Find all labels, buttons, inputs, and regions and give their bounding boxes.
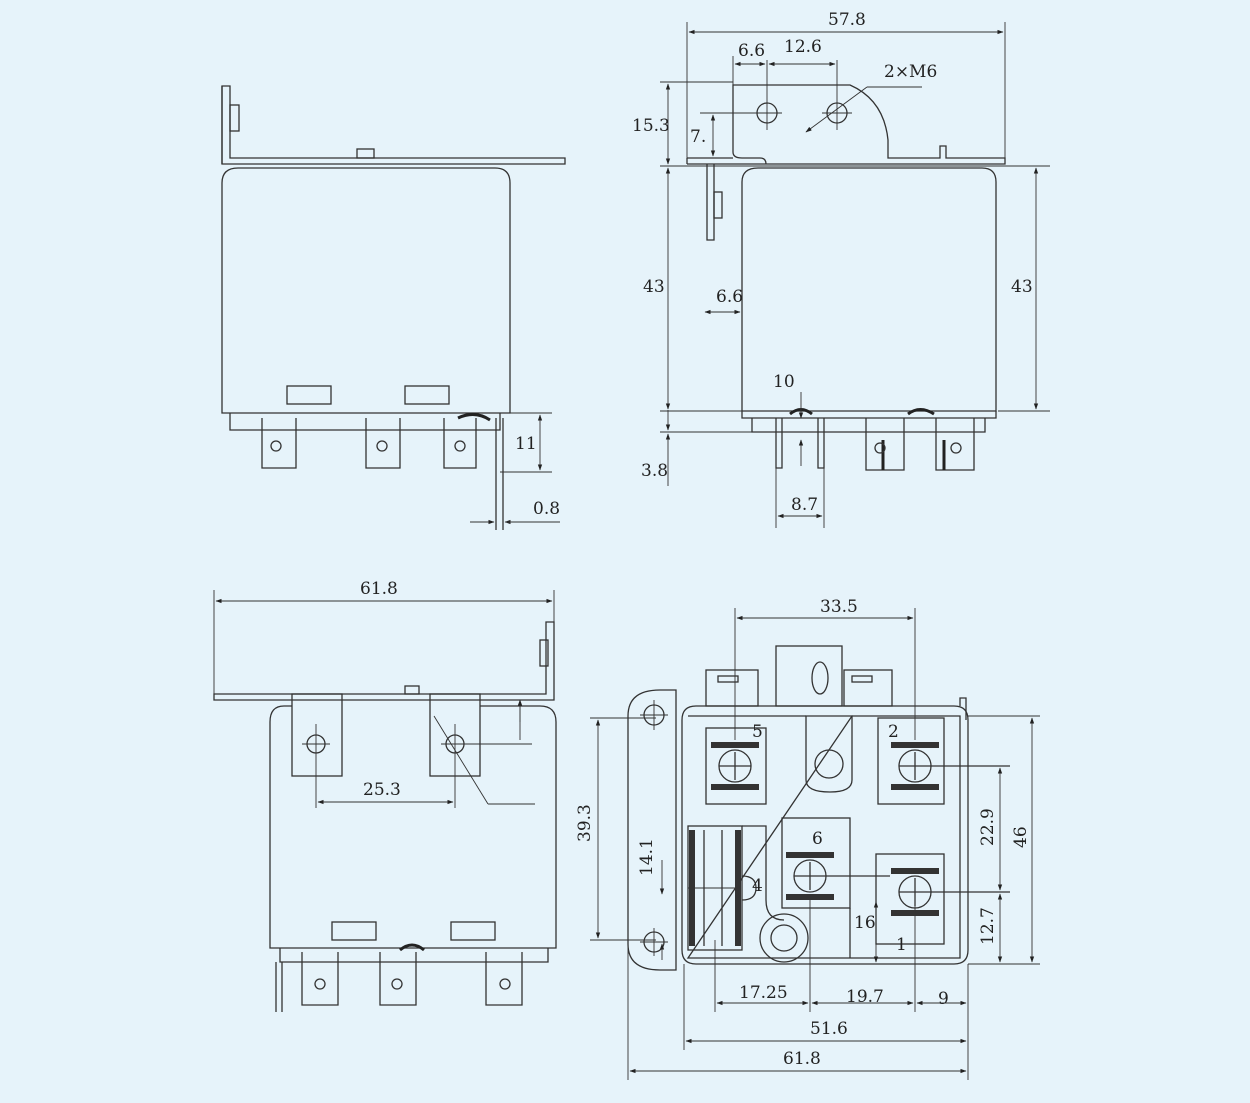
bottom-view: 5 2 6 4 1 33.5 39.3 14.1 22.9 12.7	[575, 597, 1040, 1080]
dim-text: 61.8	[360, 579, 398, 599]
dim-text: 43	[1011, 277, 1033, 297]
mounting-bracket	[686, 60, 1006, 241]
mounting-lug-right	[429, 693, 535, 808]
dim-text: 6.6	[738, 41, 765, 61]
dim-22-9: 22.9	[978, 767, 1003, 891]
dim-text: 25.3	[363, 780, 401, 800]
dim-16: 16	[854, 901, 879, 963]
dim-text: 51.6	[810, 1019, 848, 1039]
terminal-5	[705, 727, 767, 805]
terminal-2	[877, 717, 1010, 805]
terminal-tabs	[275, 943, 523, 1012]
dim-text: 19.7	[846, 987, 884, 1007]
mounting-bracket	[221, 85, 566, 165]
dim-51-6: 51.6	[683, 964, 969, 1080]
dim-text: 2×M6	[884, 62, 937, 82]
dim-text: 7.	[690, 127, 706, 147]
dim-bottom-row: 17.25 19.7 9	[714, 900, 967, 1012]
dim-25-3: 25.3	[317, 780, 454, 805]
terminal-label: 2	[888, 722, 899, 742]
terminal-label: 4	[752, 876, 763, 896]
mounting-bracket	[213, 621, 555, 701]
terminal-label: 5	[752, 722, 763, 742]
dim-7: 7.	[690, 112, 752, 157]
relay-housing	[221, 167, 511, 414]
dim-text: 15.3	[632, 116, 670, 136]
dim-text: 16	[854, 913, 876, 933]
dim-15-3: 15.3	[632, 81, 1050, 167]
dim-text: 12.6	[784, 37, 822, 57]
mounting-lug-left	[291, 693, 343, 808]
dim-text: 43	[643, 277, 665, 297]
side-view-right: 57.8 6.6 12.6 2×M6 15.3 7. 43	[632, 10, 1050, 528]
terminal-label: 1	[896, 935, 907, 955]
dim-39-3: 39.3	[575, 717, 656, 941]
dim-43-right: 43	[998, 167, 1050, 412]
dim-46: 46	[968, 715, 1040, 965]
dim-33-5: 33.5	[734, 597, 916, 740]
front-view: 61.8 25.3	[213, 579, 557, 1012]
dim-0-8: 0.8	[470, 499, 560, 525]
dim-text: 0.8	[533, 499, 560, 519]
side-view-left: 11 0.8	[221, 85, 566, 530]
terminal-tabs	[261, 413, 504, 530]
terminal-label: 6	[812, 829, 823, 849]
terminal-4	[687, 825, 785, 951]
relay-housing	[269, 705, 557, 949]
dim-text: 14.1	[637, 838, 657, 876]
dim-10: 10	[773, 372, 804, 466]
dim-text: 39.3	[575, 804, 595, 842]
dim-text: 22.9	[978, 808, 998, 846]
dim-text: 8.7	[791, 495, 818, 515]
dim-57-8: 57.8	[686, 10, 1006, 158]
dim-6-6-offset: 6.6	[704, 287, 743, 315]
dim-text: 33.5	[820, 597, 858, 617]
dim-text: 61.8	[783, 1049, 821, 1069]
dim-text: 12.7	[978, 907, 998, 945]
dim-text: 46	[1011, 826, 1031, 848]
dim-8-7: 8.7	[775, 468, 825, 528]
dim-43-left: 43	[643, 167, 742, 412]
dim-text: 57.8	[828, 10, 866, 30]
dim-61-8-front: 61.8	[213, 579, 555, 694]
dim-text: 10	[773, 372, 795, 392]
terminal-tabs	[775, 408, 975, 471]
dim-14-1: 14.1	[637, 838, 665, 960]
terminal-6	[781, 817, 890, 909]
dim-text: 9	[938, 989, 949, 1009]
dim-text: 17.25	[739, 983, 788, 1003]
dim-text: 6.6	[716, 287, 743, 307]
dim-text: 11	[515, 434, 537, 454]
dim-text: 3.8	[641, 461, 668, 481]
dim-thread: 2×M6	[805, 62, 937, 133]
dim-61-8-bottom: 61.8	[627, 944, 967, 1080]
dim-3-8: 3.8	[641, 410, 752, 486]
dim-6-6-holes: 6.6 12.6	[732, 37, 836, 85]
dim-12-7: 12.7	[978, 893, 1003, 963]
mounting-ears	[627, 689, 677, 971]
dim-11: 11	[500, 412, 552, 473]
